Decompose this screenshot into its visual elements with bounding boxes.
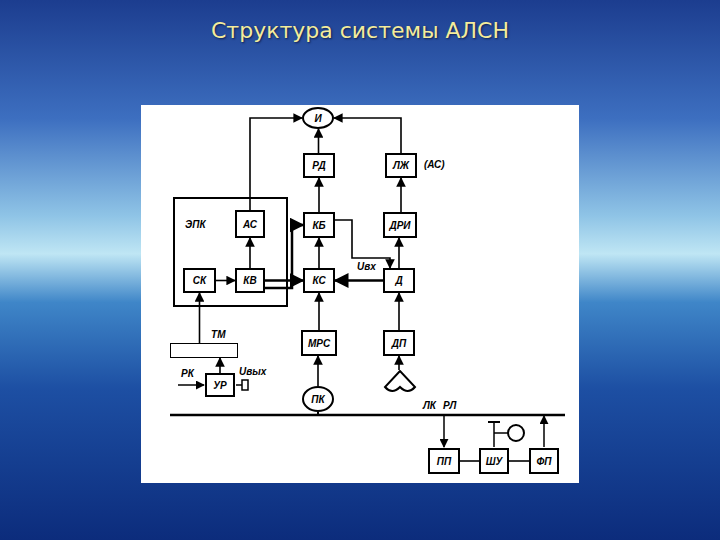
block-box: КС [303,268,335,293]
connector [334,118,401,153]
connector [335,279,383,282]
connector [317,356,319,386]
node-label: ДРИ [389,220,410,231]
rail-wire [317,412,319,415]
block-box: ПП [428,448,460,474]
signal-label: РЛ [442,400,457,411]
node-label: АС [243,219,257,230]
connector [265,225,303,288]
node-label: СК [193,275,206,286]
signal-label: (АС) [423,159,446,170]
connector [318,129,320,153]
node-label: И [314,113,321,124]
signal-label: Uвх [356,261,377,272]
block-box: РД [303,153,335,178]
connector [398,356,400,370]
slide-title: Структура системы АЛСН [0,18,720,43]
node-label: ФП [537,456,552,467]
block-box: МРС [301,330,337,356]
node-label: МРС [308,338,330,349]
block-box: КБ [303,212,335,238]
circle-node: ПК [302,386,334,412]
node-label: ТМ [211,329,226,340]
node-label: Д [395,275,402,286]
connector [318,238,320,268]
node-label: ЛК [423,400,436,411]
connector [398,238,400,268]
connector [249,238,251,268]
block-box: ФП [529,448,559,474]
connector [318,178,320,212]
connector [216,280,235,282]
signal-post [493,422,495,447]
connector [219,358,221,373]
rail-line [170,414,565,417]
band-node: ТМ [170,343,238,358]
signal-post [488,421,500,423]
antenna-outline [383,370,417,394]
node-label: ШУ [486,456,503,467]
antenna-symbol: ЛК [383,370,417,394]
connector [199,293,201,343]
signal-label: Uвых [238,366,267,377]
node-label: РД [312,160,326,171]
circle-node: И [302,107,334,129]
node-label: ПП [437,456,451,467]
block-box: ДРИ [383,212,417,238]
connector [318,293,320,330]
connector [398,293,400,330]
connector [460,460,479,462]
output-wire [236,384,242,386]
connector [509,460,529,462]
node-label: ЛЖ [393,160,409,171]
node-label: КБ [312,220,325,231]
connector [265,279,303,282]
group-box: ЭПК АС СК КВ [173,197,288,307]
signal-label: РК [180,368,195,379]
block-box: КВ [235,268,265,293]
output-terminal [242,380,248,390]
antenna-shape [385,371,415,391]
signal-post [494,432,508,434]
signal-lamp [508,425,524,441]
rail-wire [543,416,545,447]
block-box: СК [183,268,216,293]
input-wire [178,384,204,386]
node-label: УР [213,380,226,391]
rail-wire [443,415,445,447]
block-box: ШУ [479,448,509,474]
node-label: КВ [243,275,256,286]
block-box: УР [205,373,235,397]
block-box: Д [383,268,415,293]
block-box: ЛЖ [385,153,417,178]
block-box: ДП [383,330,415,356]
block-box: АС [235,210,265,238]
node-label: ЭПК [185,219,206,230]
node-label: КС [312,275,325,286]
white-panel [141,105,579,483]
node-label: ДП [392,338,406,349]
node-label: ПК [311,394,324,405]
connector [400,178,402,212]
